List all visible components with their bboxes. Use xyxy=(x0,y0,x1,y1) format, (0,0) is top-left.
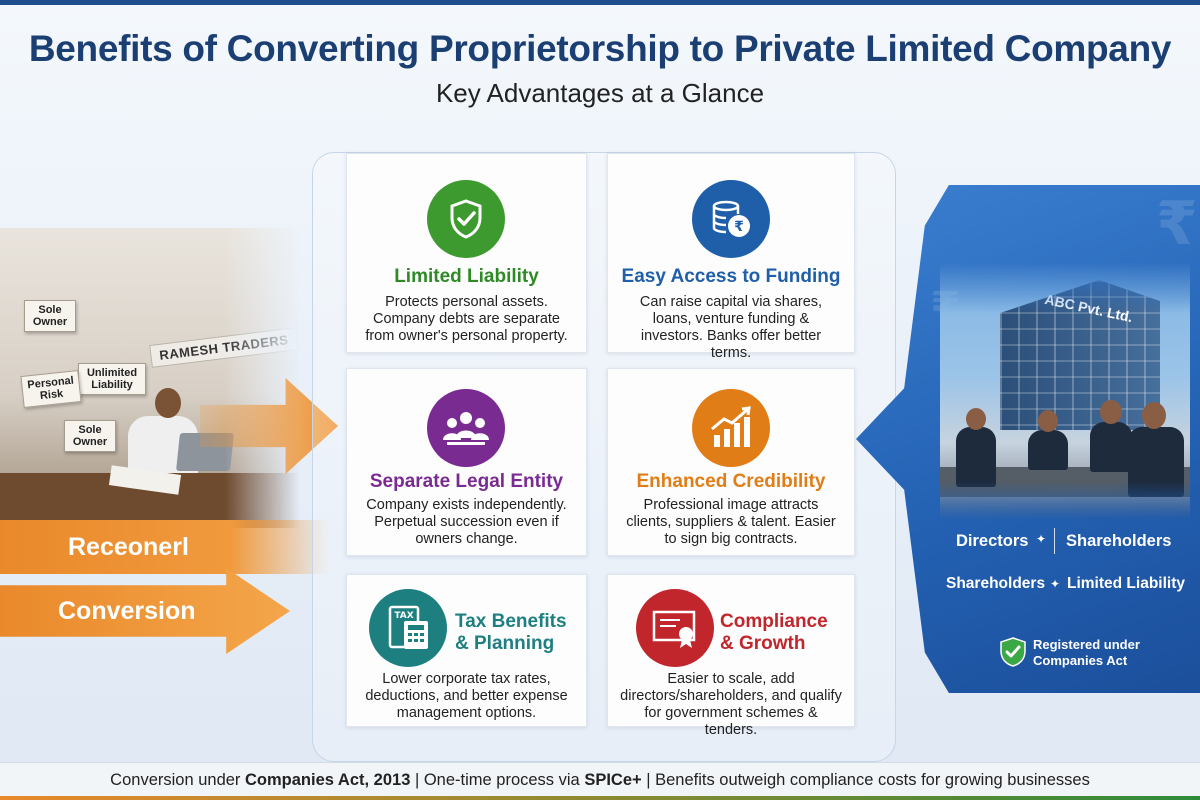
person-head xyxy=(1142,402,1166,429)
conversion-arrow: Conversion xyxy=(0,568,290,654)
card-title: Tax Benefits & Planning xyxy=(455,611,567,654)
registration-line1: Registered under xyxy=(1033,637,1140,652)
conversion-label: Conversion xyxy=(58,597,196,625)
card-title: Separate Legal Entity xyxy=(369,471,564,492)
owner-head xyxy=(155,388,181,418)
person-head xyxy=(1100,400,1122,424)
label-limited-liability: Limited Liability xyxy=(1067,575,1185,592)
card-description: Lower corporate tax rates, deductions, a… xyxy=(365,671,568,721)
shop-sign: RAMESH TRADERS xyxy=(149,327,299,368)
registration-line2: Companies Act xyxy=(1033,653,1128,668)
note-sole-owner: Sole Owner xyxy=(24,300,76,332)
band-label: Receonerl xyxy=(0,520,330,574)
plus-icon: ✦ xyxy=(1036,532,1047,546)
page-title: Benefits of Converting Proprietorship to… xyxy=(28,28,1172,69)
plus-icon: ✦ xyxy=(1050,577,1061,591)
rupee-glyph: ₹ xyxy=(734,219,744,235)
people-group-icon xyxy=(427,389,505,467)
footer-spice: SPICe+ xyxy=(584,771,642,789)
card-title: Enhanced Credibility xyxy=(636,471,826,492)
card-description: Protects personal assets. Company debts … xyxy=(365,294,568,344)
conversion-arrow-shape: Conversion xyxy=(0,568,290,654)
person-figure xyxy=(1028,430,1068,470)
page-subtitle: Key Advantages at a Glance xyxy=(435,78,765,108)
person-figure xyxy=(956,427,996,487)
person-figure xyxy=(1090,422,1132,472)
person-figure xyxy=(1128,427,1184,497)
shield-check-icon xyxy=(427,180,505,258)
label-shareholders: Shareholders xyxy=(946,575,1046,592)
card-enhanced-credibility: Enhanced Credibility Professional image … xyxy=(607,368,855,556)
band-label-text: Receonerl xyxy=(68,533,189,561)
footer-text: | One-time process via xyxy=(410,771,585,789)
divider xyxy=(1054,528,1055,554)
note-personal-risk: Personal Risk xyxy=(20,370,82,408)
footer-act: Companies Act, 2013 xyxy=(245,771,411,789)
card-description: Easier to scale, add directors/sharehold… xyxy=(620,671,842,738)
card-description: Company exists independently. Perpetual … xyxy=(366,497,567,547)
card-description: Can raise capital via shares, loans, ven… xyxy=(639,294,823,361)
footer-text: | Benefits outweigh compliance costs for… xyxy=(641,771,1090,789)
card-title: Compliance & Growth xyxy=(720,611,828,654)
tax-label: TAX xyxy=(394,611,413,621)
card-title: Limited Liability xyxy=(394,266,539,287)
proprietor-office-illustration: RAMESH TRADERS Sole Owner Unlimited Liab… xyxy=(0,228,300,528)
rupee-watermark-icon: ₹ xyxy=(1156,190,1198,257)
card-description: Professional image attracts clients, sup… xyxy=(626,497,836,547)
person-head xyxy=(1038,410,1058,432)
card-limited-liability: Limited Liability Protects personal asse… xyxy=(346,153,587,353)
coins-rupee-icon: ₹ xyxy=(692,180,770,258)
company-office-photo: ABC Pvt. Ltd. xyxy=(940,262,1190,520)
footer-note: Conversion under Companies Act, 2013 | O… xyxy=(0,762,1200,797)
note-sole-owner-2: Sole Owner xyxy=(64,420,116,452)
tax-calculator-icon: TAX xyxy=(369,589,447,667)
card-tax-benefits: TAX Tax Benefits & Planning Lower corpor… xyxy=(346,574,587,727)
card-compliance-growth: Compliance & Growth Easier to scale, add… xyxy=(607,574,855,738)
label-shareholders: Shareholders xyxy=(1066,532,1172,550)
office-building xyxy=(1000,280,1160,430)
growth-chart-icon xyxy=(692,389,770,467)
footer-text: Conversion under xyxy=(110,771,245,789)
note-unlimited-liability: Unlimited Liability xyxy=(78,363,146,395)
label-directors: Directors xyxy=(956,532,1029,550)
card-separate-legal-entity: Separate Legal Entity Company exists ind… xyxy=(346,368,587,556)
certificate-icon xyxy=(636,589,714,667)
bottom-accent-bar xyxy=(0,796,1200,800)
card-easy-access-funding: ₹ Easy Access to Funding Can raise capit… xyxy=(607,153,855,361)
person-head xyxy=(966,408,986,430)
top-accent-bar xyxy=(0,0,1200,5)
verified-shield-icon xyxy=(998,636,1028,673)
card-title: Easy Access to Funding xyxy=(621,266,841,287)
